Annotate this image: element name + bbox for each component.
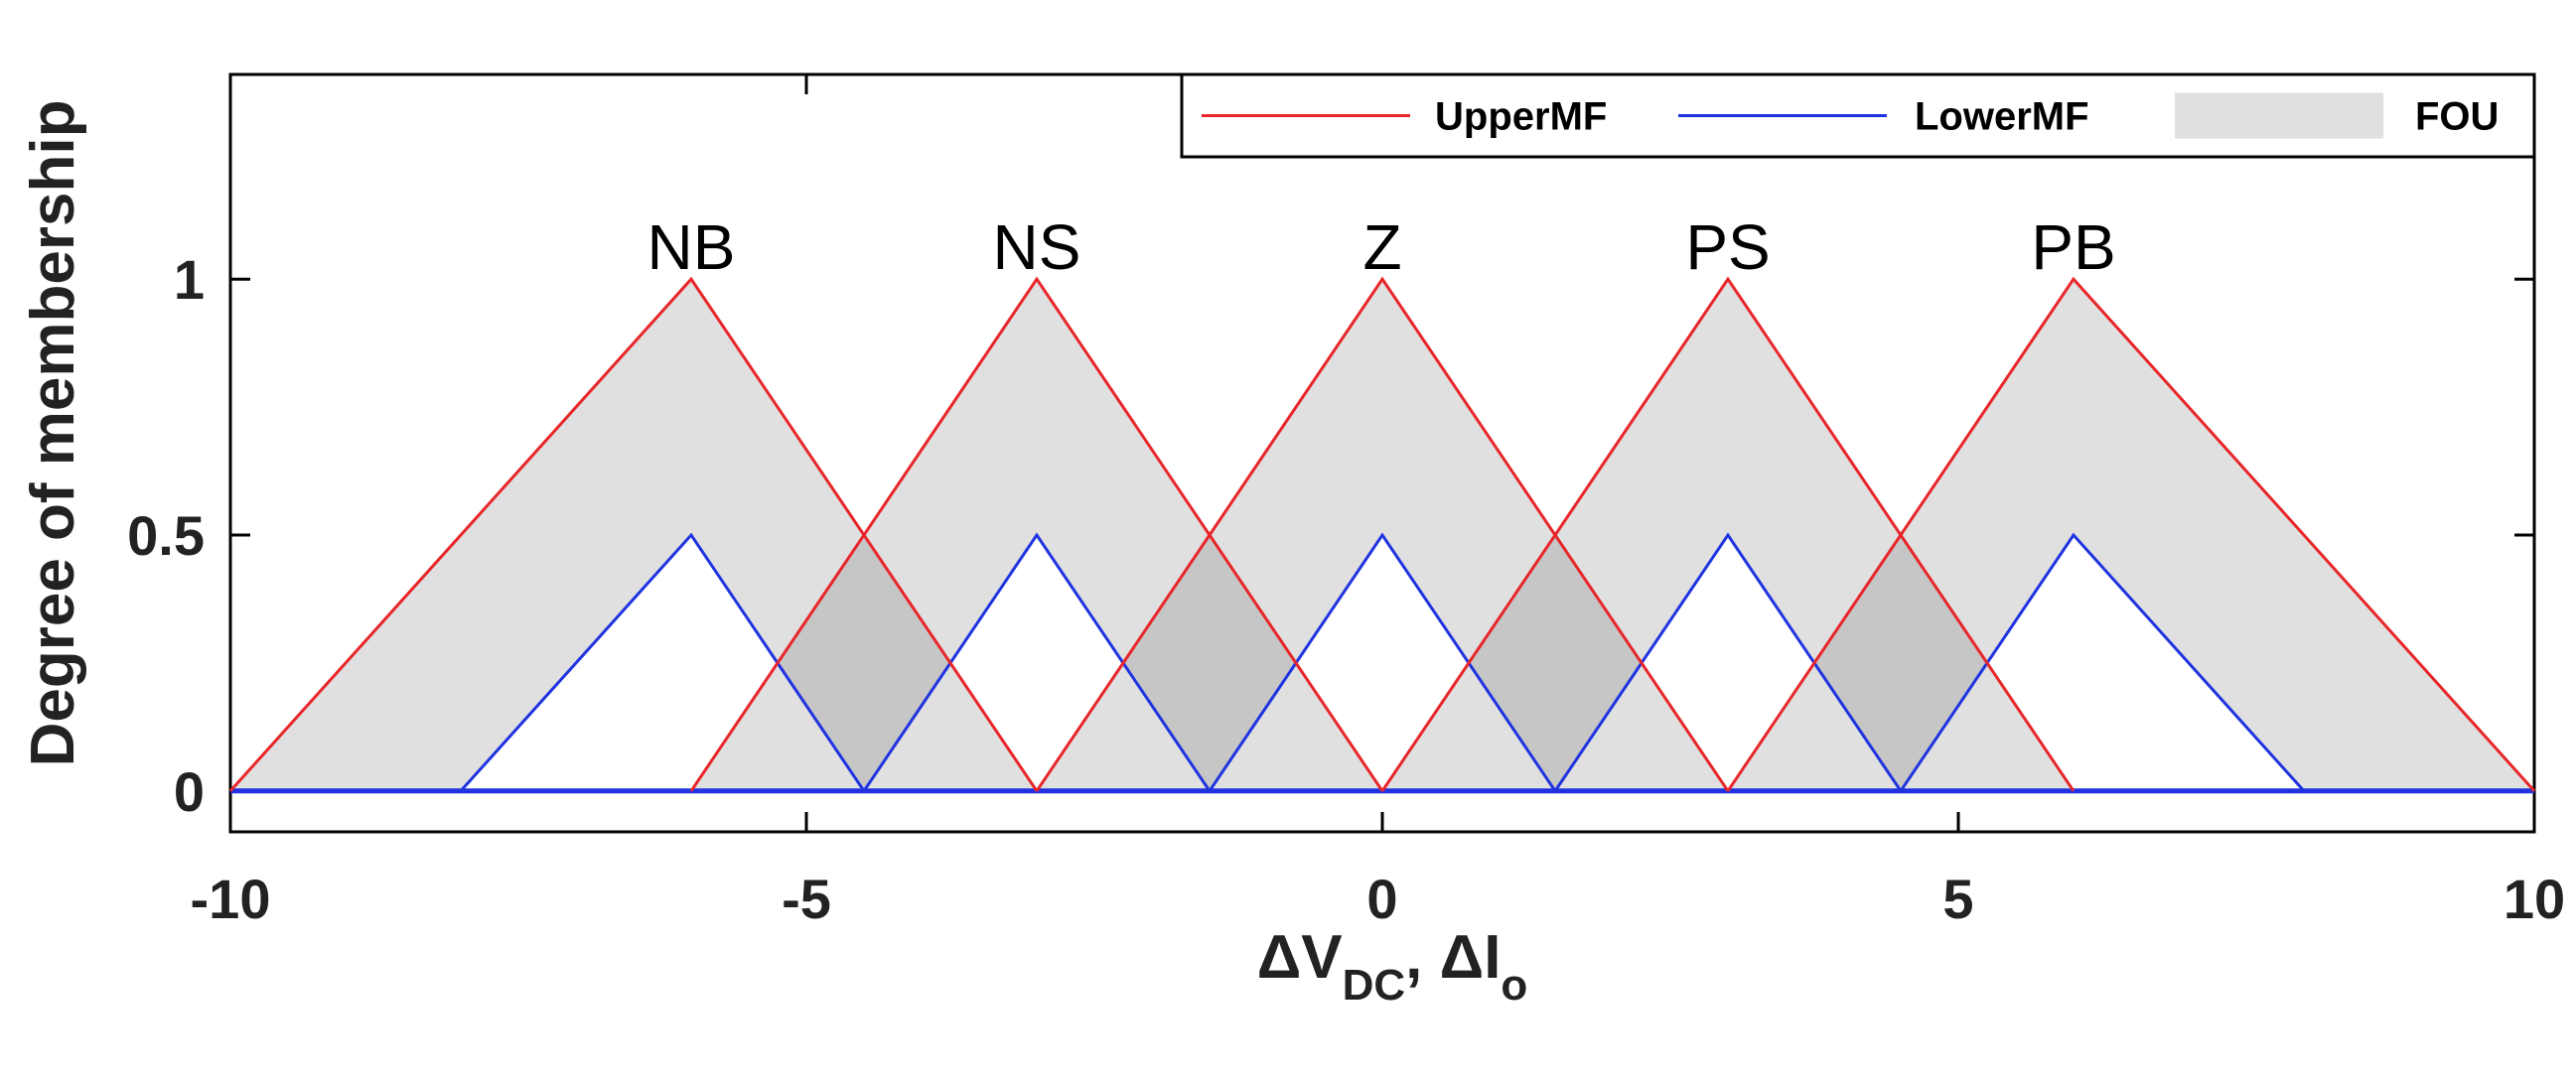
legend-label: FOU	[2415, 95, 2499, 139]
x-tick-label: 0	[1366, 868, 1397, 930]
legend: UpperMF LowerMF FOU	[1180, 72, 2536, 159]
x-tick-label: 5	[1942, 868, 1973, 930]
mf-label-layer: NB NS Z PS PB	[647, 211, 2116, 283]
x-tick-label: -5	[782, 868, 831, 930]
x-axis-label-sub-dc: DC	[1343, 961, 1406, 1010]
mf-label-ps: PS	[1685, 211, 1770, 283]
y-axis-label: Degree of membership	[19, 100, 87, 767]
x-tick-label: -10	[191, 868, 271, 930]
upper-mf-ns	[689, 276, 1384, 792]
x-tick-label: 10	[2504, 868, 2565, 930]
upper-mf-nb	[228, 276, 1039, 792]
x-axis-label-delta-v: ΔV	[1257, 923, 1343, 992]
y-tick-labels: 00.51	[127, 248, 205, 823]
legend-item-lowermf: LowerMF	[1678, 95, 2089, 139]
x-axis-label-sub-o: o	[1501, 961, 1527, 1010]
x-tick-labels: -10 -5 0 5 10	[191, 868, 2566, 930]
upper-mf-pb	[1726, 276, 2536, 792]
lower-mf-pb	[1899, 532, 2306, 792]
y-tick-label: 0.5	[127, 504, 205, 567]
legend-label: LowerMF	[1915, 95, 2089, 139]
legend-item-fou: FOU	[2175, 92, 2499, 139]
legend-item-uppermf: UpperMF	[1202, 95, 1607, 139]
lower-mf-ns	[862, 532, 1212, 792]
legend-swatch	[2175, 92, 2383, 139]
upper-mf-z	[1035, 276, 1730, 792]
upper-mf-layer	[228, 276, 2536, 792]
mf-label-pb: PB	[2031, 211, 2115, 283]
lower-mf-nb	[459, 532, 866, 792]
lower-mf-ps	[1553, 532, 1903, 792]
x-axis-label-delta-i: ΔI	[1440, 923, 1502, 992]
y-tick-label: 0	[174, 760, 205, 823]
y-tick-label: 1	[174, 248, 205, 311]
x-axis-label: ΔVDC, ΔIo	[1257, 923, 1528, 1010]
mf-label-ns: NS	[993, 211, 1081, 283]
mf-label-nb: NB	[647, 211, 736, 283]
lower-mf-z	[1208, 532, 1557, 792]
upper-mf-ps	[1380, 276, 2075, 792]
mf-label-z: Z	[1362, 211, 1401, 283]
legend-label: UpperMF	[1435, 95, 1607, 139]
x-axis-label-separator: ,	[1405, 923, 1439, 992]
